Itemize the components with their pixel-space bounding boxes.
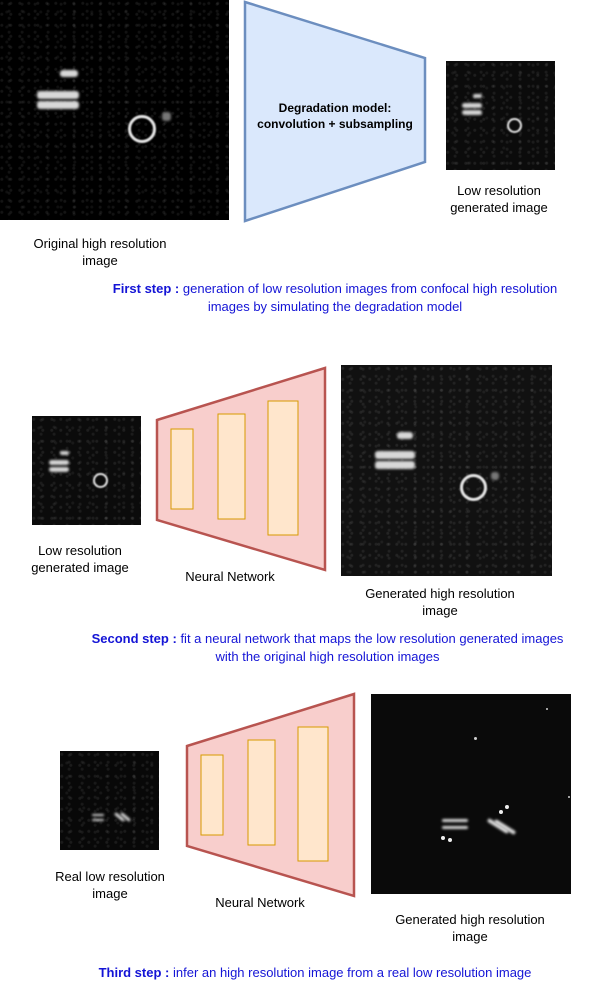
nn2-layer-2 — [217, 413, 246, 520]
original-high-res-image — [0, 0, 229, 220]
generated-high-res-caption-2: Generated high resolution image — [365, 586, 515, 618]
real-low-res-caption: Real low resolution image — [55, 869, 165, 901]
step3-generated-high-res-image — [371, 694, 571, 894]
first-step-text: generation of low resolution images from… — [182, 281, 558, 314]
low-res-generated-image — [446, 61, 555, 170]
nn3-layer-3 — [297, 726, 329, 862]
third-step-description: Third step : infer an high resolution im… — [40, 964, 590, 982]
nn2-layer-1 — [170, 428, 194, 510]
first-step-label: First step : — [112, 281, 180, 296]
generated-high-res-caption-3: Generated high resolution image — [395, 912, 545, 944]
nn2-layer-3 — [267, 400, 299, 536]
neural-network-label-2: Neural Network — [185, 569, 275, 584]
step2-low-res-input-image — [32, 416, 141, 525]
third-step-label: Third step : — [98, 965, 170, 980]
low-res-caption-1: Low resolution generated image — [450, 183, 548, 215]
degradation-model-subtitle: convolution + subsampling — [257, 117, 413, 131]
first-step-description: First step : generation of low resolutio… — [60, 280, 610, 316]
original-image-caption: Original high resolution image — [33, 236, 167, 268]
degradation-model-title: Degradation model: — [278, 101, 392, 115]
second-step-label: Second step : — [91, 631, 177, 646]
third-step-text: infer an high resolution image from a re… — [172, 965, 532, 980]
neural-network-label-3: Neural Network — [215, 895, 305, 910]
low-res-caption-2: Low resolution generated image — [31, 543, 129, 575]
nn3-layer-2 — [247, 739, 276, 846]
step2-generated-high-res-image — [341, 365, 552, 576]
second-step-text: fit a neural network that maps the low r… — [180, 631, 564, 664]
degradation-model-shape — [243, 0, 427, 223]
real-low-res-image — [60, 751, 159, 850]
second-step-description: Second step : fit a neural network that … — [45, 630, 610, 666]
nn3-layer-1 — [200, 754, 224, 836]
